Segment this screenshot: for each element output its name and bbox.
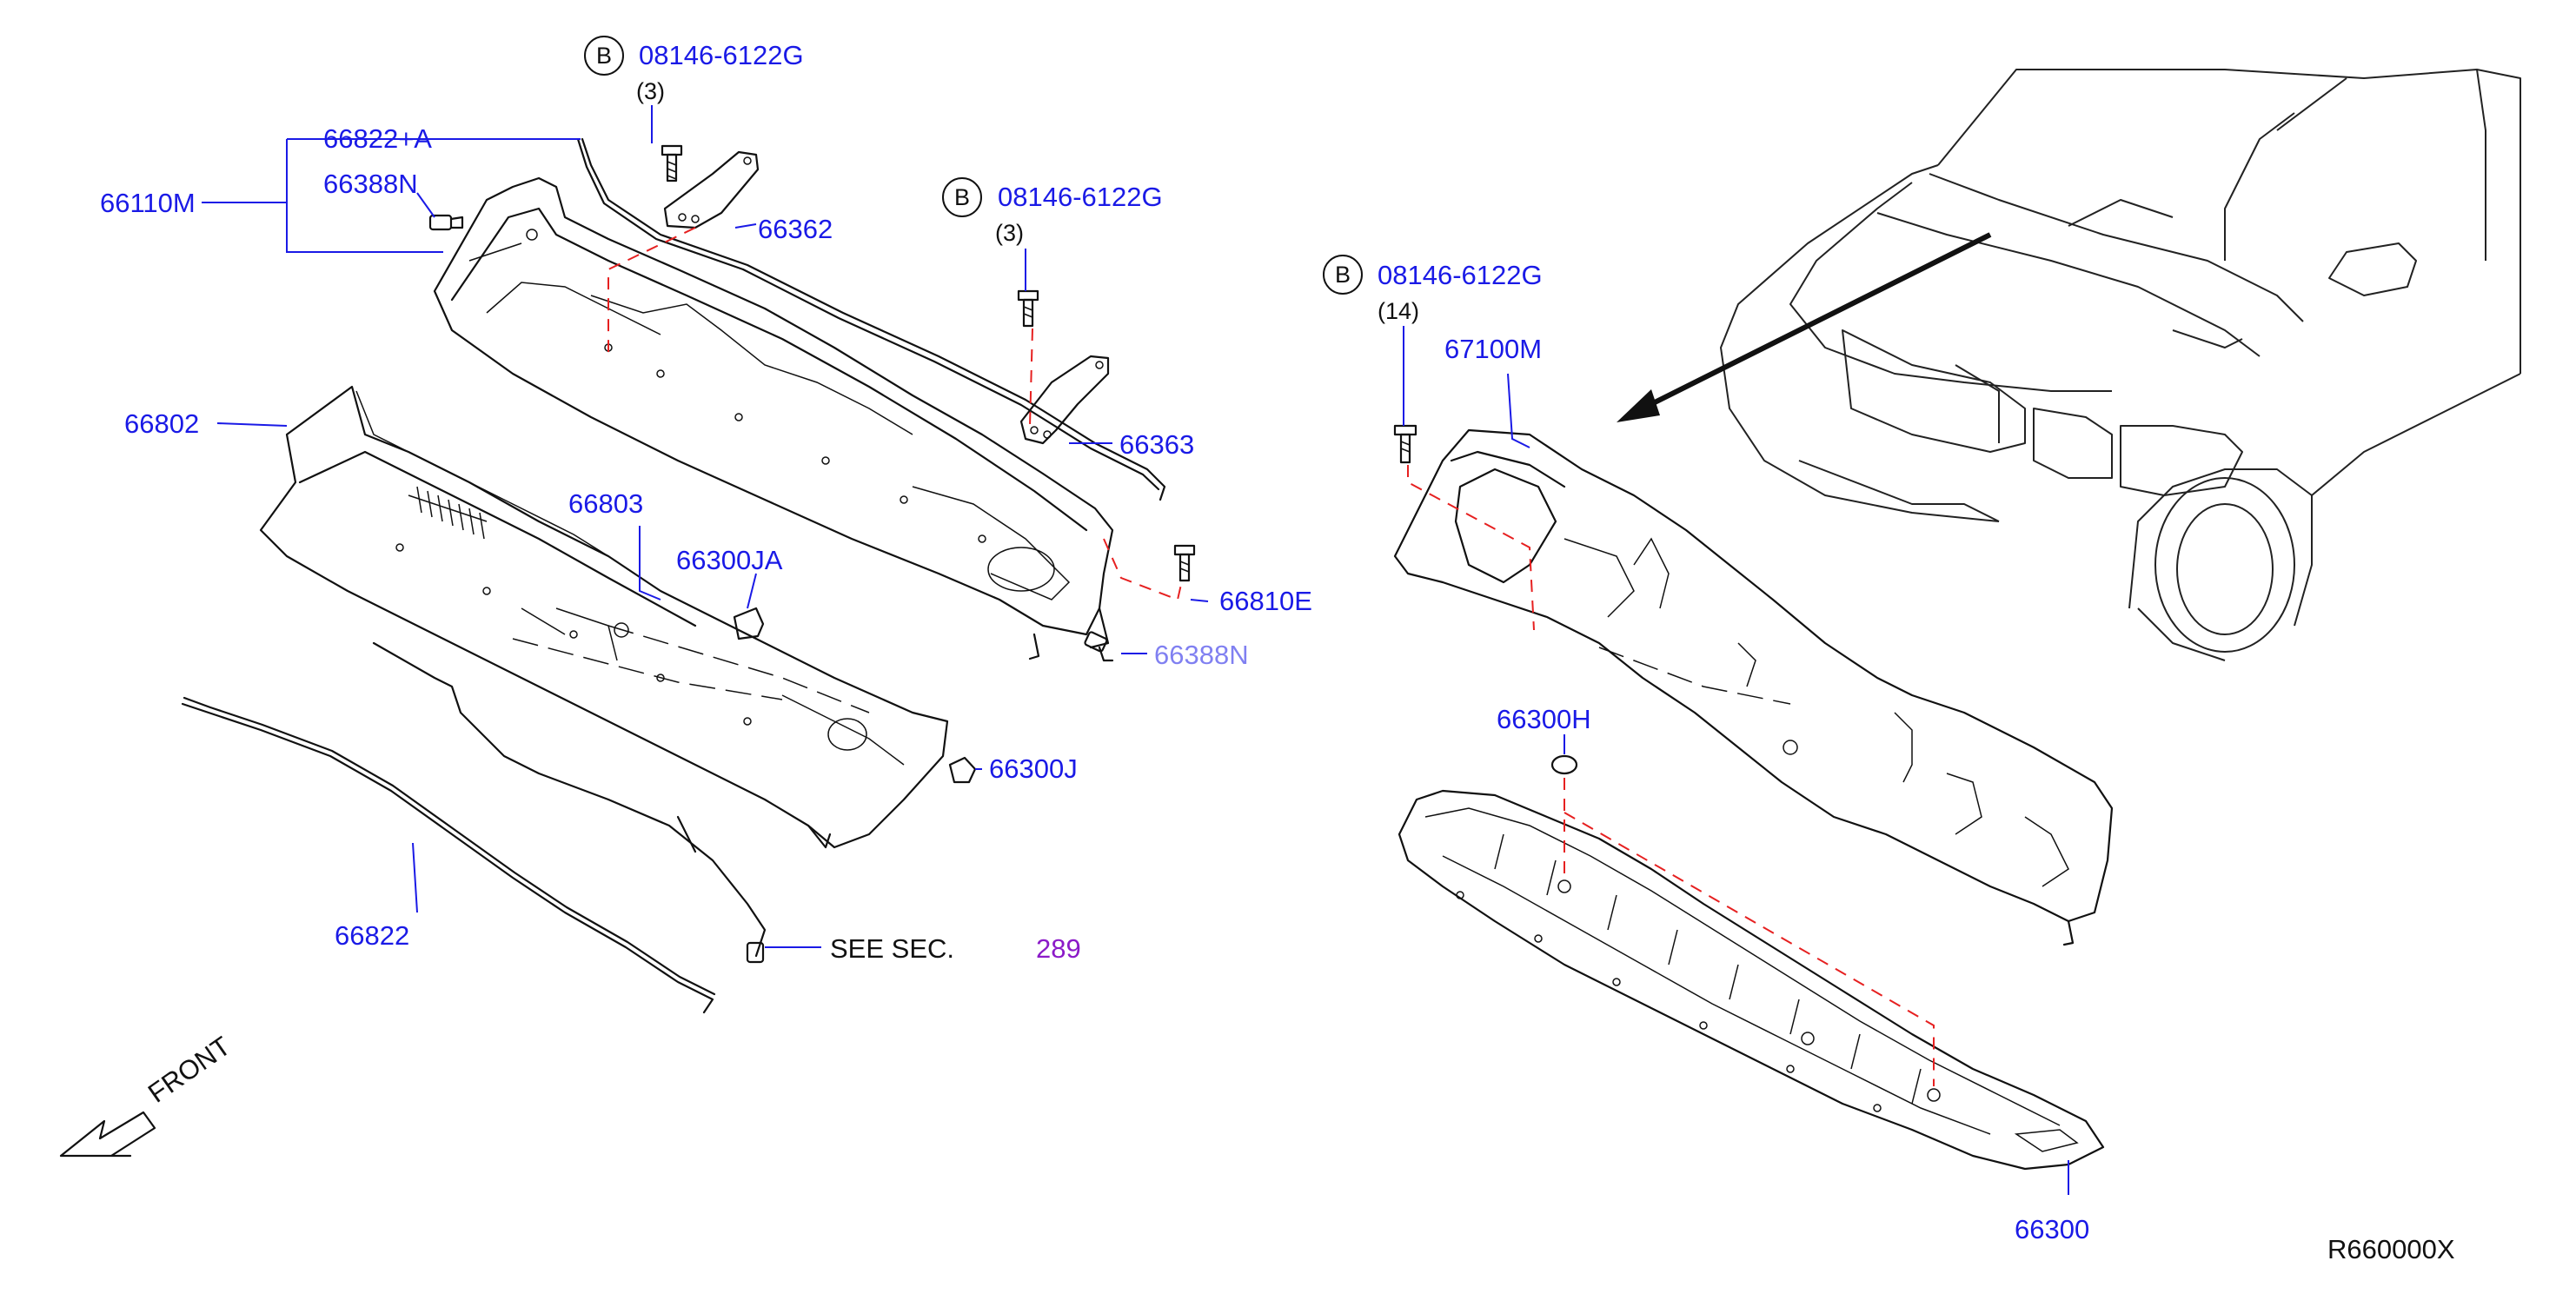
label-bolt-qty-3: (14) (1378, 298, 1419, 324)
bolt-symbol-1: B (584, 36, 624, 76)
washer-nozzle-lower (1084, 631, 1114, 662)
label-66822a[interactable]: 66822+A (323, 123, 432, 154)
guide-lines-right (1407, 465, 1935, 1086)
bracket-66362 (663, 150, 760, 229)
hidden-lines-right (1598, 647, 1791, 705)
clip-66300ja (733, 607, 765, 640)
bolt-right (1393, 424, 1417, 464)
cap-66300h (1550, 754, 1578, 775)
cowl-top-panel-66110m (433, 176, 1114, 660)
hidden-lines-left (512, 625, 870, 713)
svg-text:B: B (1335, 262, 1351, 288)
washer-tube-66822 (181, 696, 716, 1014)
label-66300[interactable]: 66300 (2015, 1214, 2089, 1244)
label-66388n[interactable]: 66388N (323, 169, 418, 199)
washer-tube-66822a (576, 137, 1166, 501)
vehicle-sketch (1720, 69, 2521, 661)
bolt-66810e (1173, 544, 1196, 582)
label-66300j[interactable]: 66300J (989, 753, 1078, 784)
label-bolt-callout-2[interactable]: 08146-6122G (998, 182, 1163, 212)
label-67100m[interactable]: 67100M (1444, 334, 1542, 364)
label-66810e[interactable]: 66810E (1219, 586, 1312, 616)
cowl-top-66802 (259, 385, 949, 849)
bolt-symbol-2: B (942, 177, 982, 217)
direction-arrow (1617, 232, 1992, 422)
label-66300ja[interactable]: 66300JA (676, 545, 783, 575)
label-66300h[interactable]: 66300H (1497, 704, 1591, 734)
leader-lines (202, 105, 2069, 1195)
label-66388n-obscured[interactable]: 66388N (1154, 640, 1249, 670)
cowl-top-extension-67100m (1393, 428, 2114, 946)
svg-text:B: B (596, 43, 612, 69)
label-66363[interactable]: 66363 (1119, 429, 1194, 460)
label-front: FRONT (143, 1031, 236, 1109)
label-66803[interactable]: 66803 (568, 488, 643, 519)
label-bolt-callout-1[interactable]: 08146-6122G (639, 40, 804, 70)
bolt-top-1 (661, 144, 683, 182)
washer-nozzle-66388n (428, 214, 464, 231)
front-arrow-icon (59, 1111, 156, 1158)
label-bolt-qty-1: (3) (636, 78, 665, 104)
label-ref-code: R660000X (2327, 1234, 2455, 1264)
label-bolt-qty-2: (3) (995, 220, 1024, 246)
label-66822[interactable]: 66822 (335, 920, 409, 951)
seal-66300 (1398, 789, 2105, 1171)
label-bolt-callout-3[interactable]: 08146-6122G (1378, 260, 1543, 290)
bracket-66363 (1019, 355, 1110, 445)
label-66802[interactable]: 66802 (124, 408, 199, 439)
label-see-sec: SEE SEC. (830, 933, 954, 964)
link-sec-289[interactable]: 289 (1036, 933, 1081, 964)
label-66362[interactable]: 66362 (758, 214, 833, 244)
bolt-symbol-3: B (1323, 255, 1363, 295)
label-66110m[interactable]: 66110M (100, 188, 196, 218)
clip-66300j (948, 756, 977, 784)
svg-text:B: B (954, 184, 970, 210)
guide-lines-left (607, 227, 1183, 601)
harness-tube (372, 641, 767, 964)
bolt-top-2 (1017, 289, 1039, 328)
